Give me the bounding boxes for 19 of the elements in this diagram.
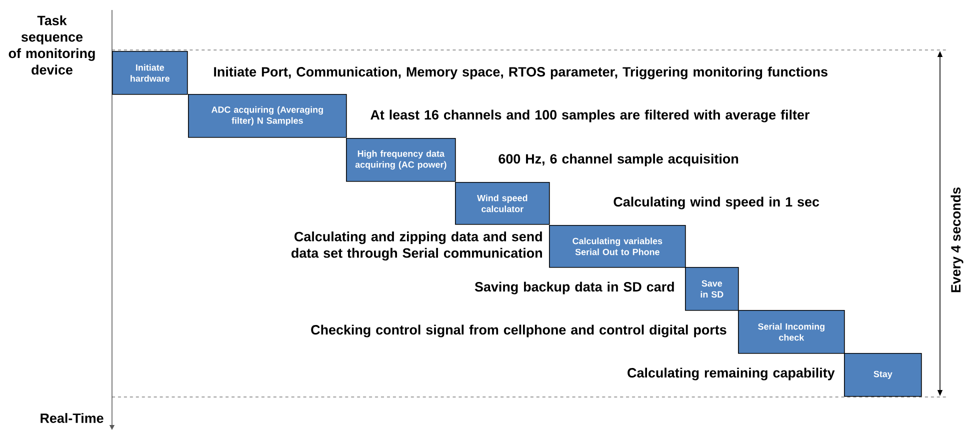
task-description: Initiate Port, Communication, Memory space, RTOS parameter, Triggering monitoring functions bbox=[214, 66, 828, 80]
axis-title: Task sequence of monitoring device bbox=[8, 15, 95, 75]
process-box: Serial Incoming check bbox=[738, 310, 845, 354]
process-box: Wind speed calculator bbox=[455, 182, 550, 225]
process-box: High frequency data acquiring (AC power) bbox=[346, 138, 456, 182]
process-box: Calculating variables Serial Out to Phone bbox=[549, 225, 686, 268]
axis-title: Real-Time bbox=[40, 413, 104, 423]
task-description: Calculating and zipping data and send data set through Serial communication bbox=[292, 231, 542, 261]
task-description: Checking control signal from cellphone and control digital ports bbox=[311, 324, 726, 338]
process-box: Initiate hardware bbox=[112, 51, 188, 95]
process-box: Save in SD bbox=[685, 267, 739, 311]
process-box: Stay bbox=[844, 353, 922, 397]
task-description: At least 16 channels and 100 samples are filtered with average filter bbox=[370, 110, 810, 122]
process-box: ADC acquiring (Averaging filter) N Samples bbox=[188, 94, 347, 138]
task-description: Calculating wind speed in 1 sec bbox=[614, 196, 820, 210]
task-description: Calculating remaining capability bbox=[628, 368, 835, 380]
dimension-label: Every 4 seconds bbox=[950, 187, 964, 292]
task-description: 600 Hz, 6 channel sample acquisition bbox=[498, 154, 738, 166]
task-description: Saving backup data in SD card bbox=[474, 282, 674, 294]
